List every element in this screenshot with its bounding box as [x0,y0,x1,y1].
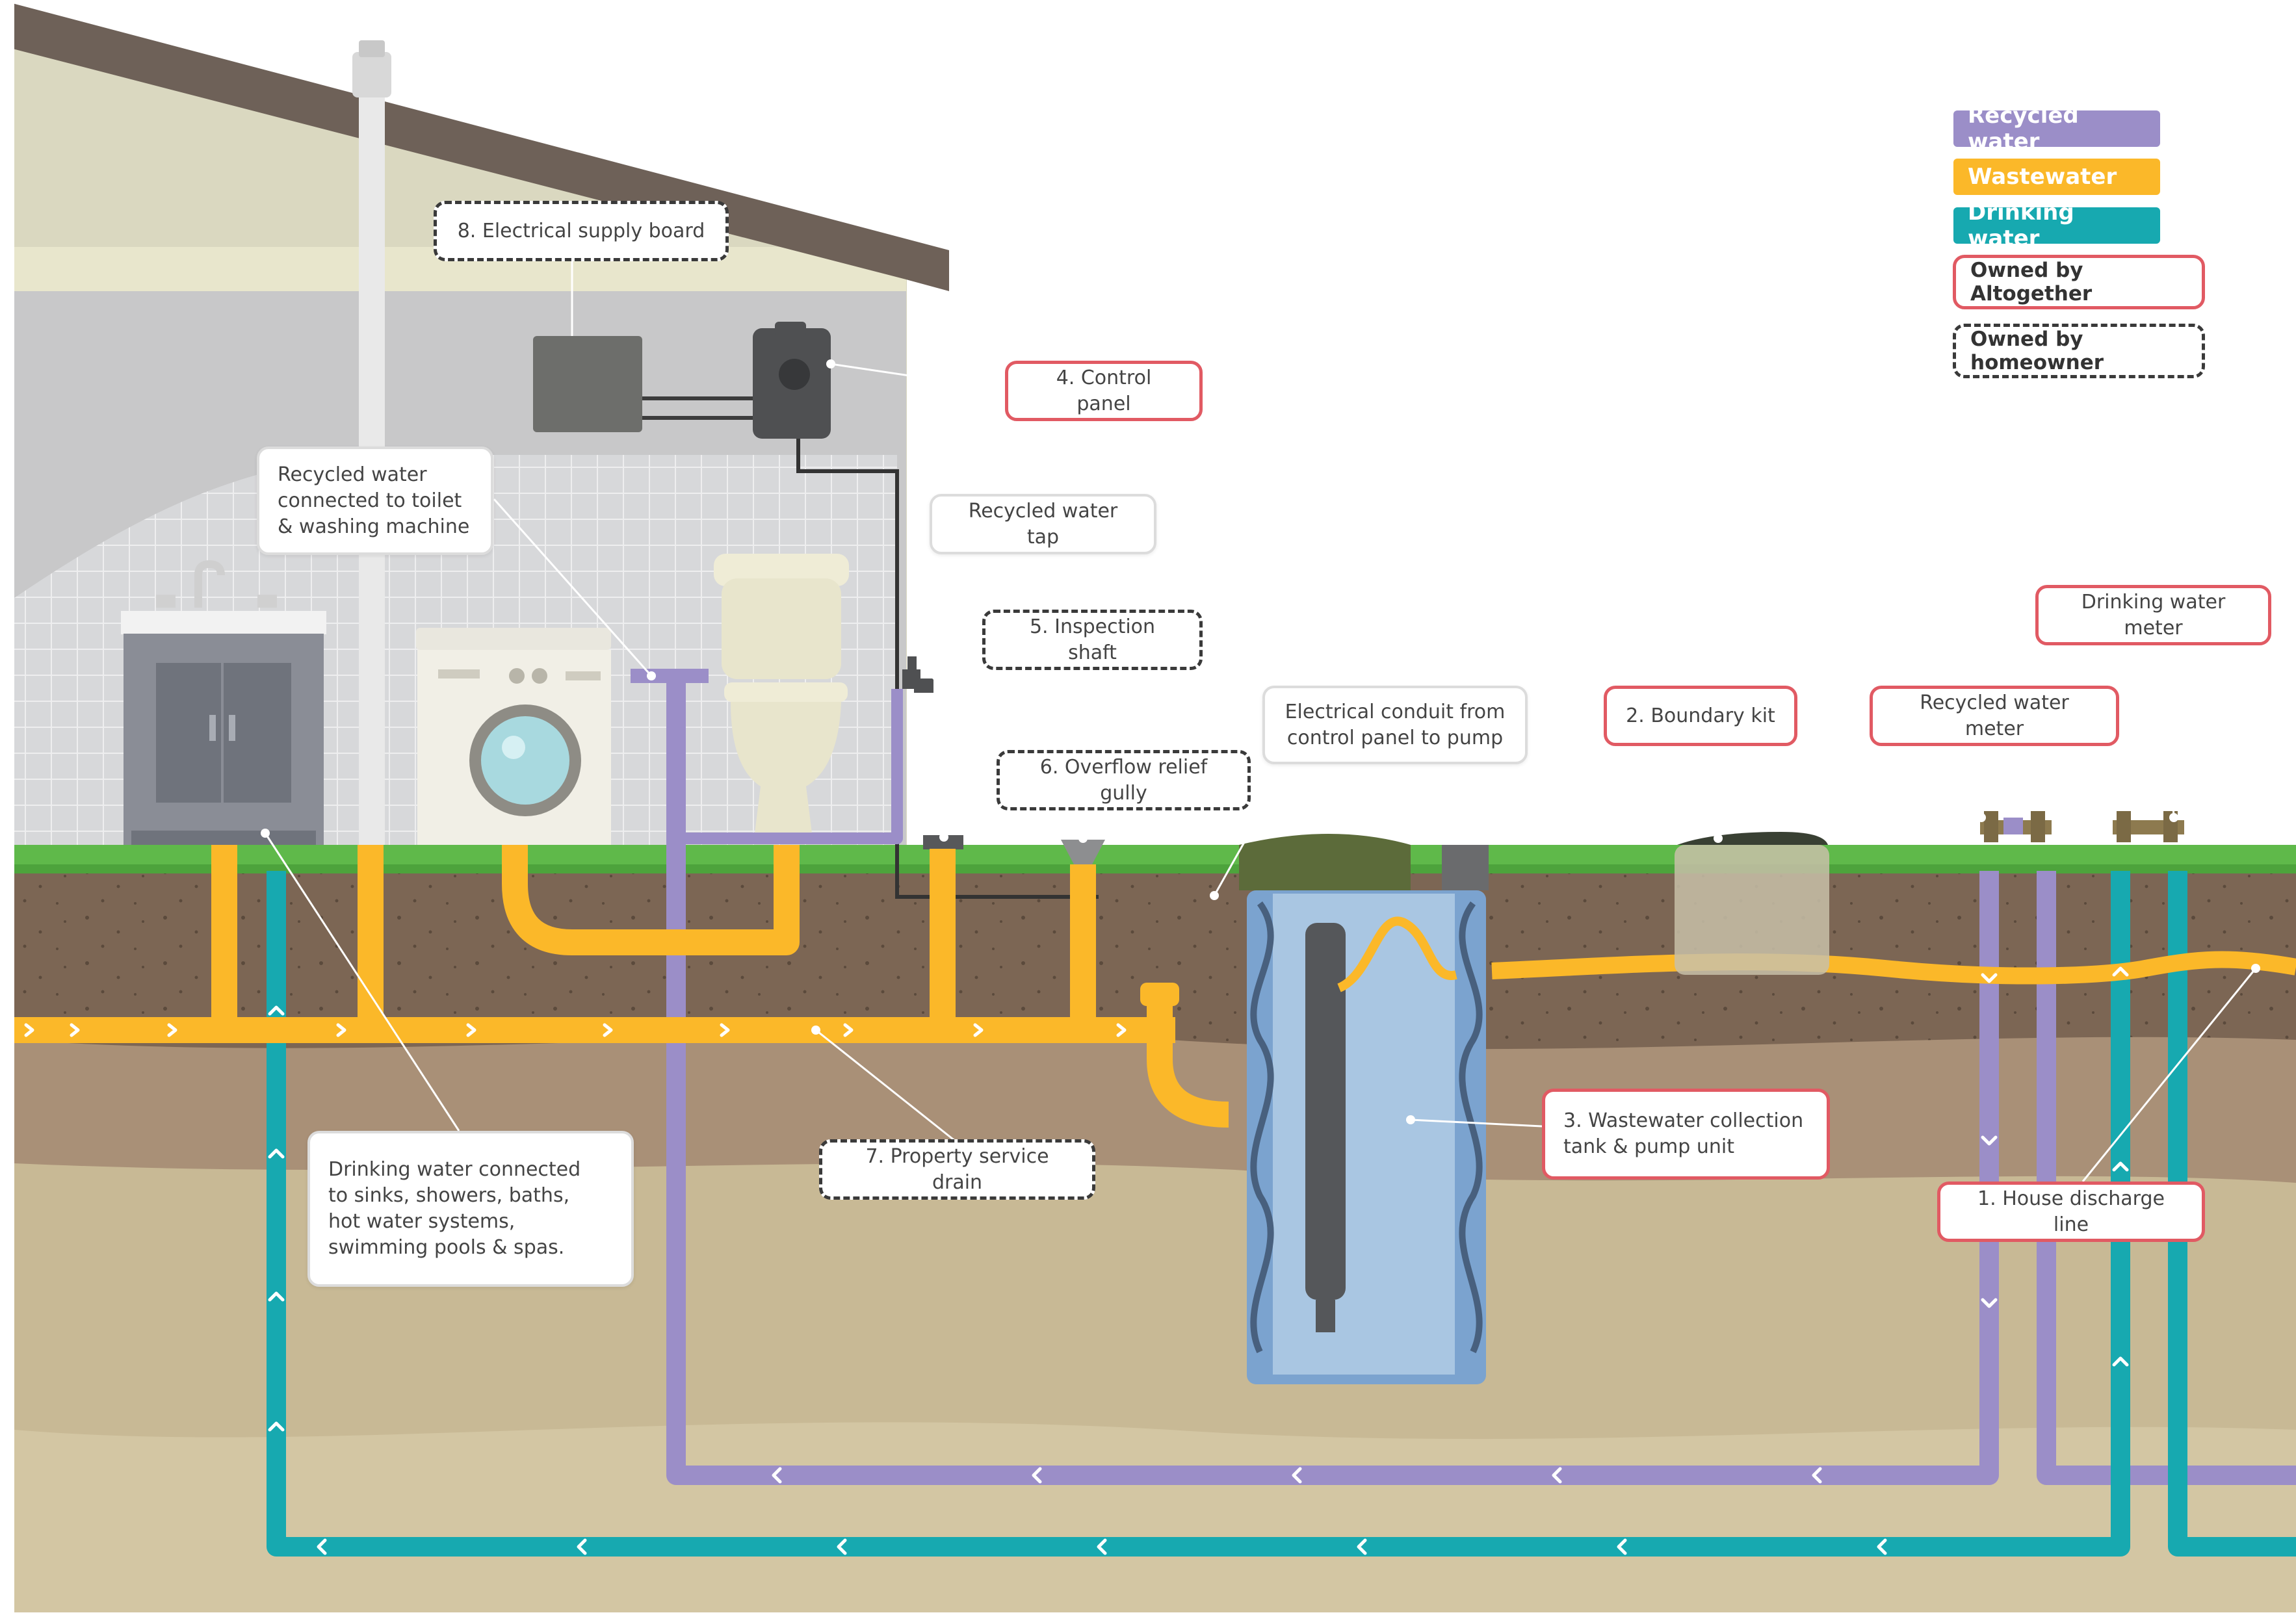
leader-dots [261,359,2260,1124]
label-control-panel: 4. Control panel [1005,361,1203,421]
garden-tap [902,656,933,693]
inspection-shaft [923,835,963,849]
pump-tank [1239,834,1489,1384]
label-electrical-supply-board: 8. Electrical supply board [434,201,729,261]
label-electrical-conduit: Electrical conduit from control panel to… [1262,686,1528,764]
pipe-network [14,669,2296,1557]
legend-recycled-water: Recycled water [1953,103,2160,155]
label-recycled-meter: Recycled water meter [1870,686,2119,746]
electrical-board [533,336,753,432]
overflow-gully [1061,840,1105,864]
label-property-drain: 7. Property service drain [819,1139,1095,1200]
label-drinking-connected: Drinking water connected to sinks, showe… [307,1131,634,1287]
label-inspection-shaft: 5. Inspection shaft [982,610,1203,670]
label-recycled-tap: Recycled water tap [930,494,1156,554]
label-collection-tank: 3. Wastewater collection tank & pump uni… [1542,1089,1830,1180]
legend-owned-altogether: Owned by Altogether [1953,255,2205,309]
leader-lines [264,261,2257,1182]
toilet [714,554,849,838]
legend-wastewater: Wastewater [1953,159,2160,195]
legend-drinking-water: Drinking water [1953,200,2160,252]
legend-owned-homeowner: Owned by homeowner [1953,324,2205,378]
label-recycled-connected: Recycled water connected to toilet & was… [257,446,493,555]
label-boundary-kit: 2. Boundary kit [1604,686,1797,746]
label-overflow-gully: 6. Overflow relief gully [997,750,1251,810]
control-panel [753,322,1099,899]
recycled-water-meter [1980,811,2052,842]
boundary-kit [1675,832,1829,975]
label-house-discharge: 1. House discharge line [1937,1182,2205,1242]
label-drinking-meter: Drinking water meter [2035,585,2271,645]
washing-machine [416,628,611,845]
sink-cabinet [121,560,326,845]
